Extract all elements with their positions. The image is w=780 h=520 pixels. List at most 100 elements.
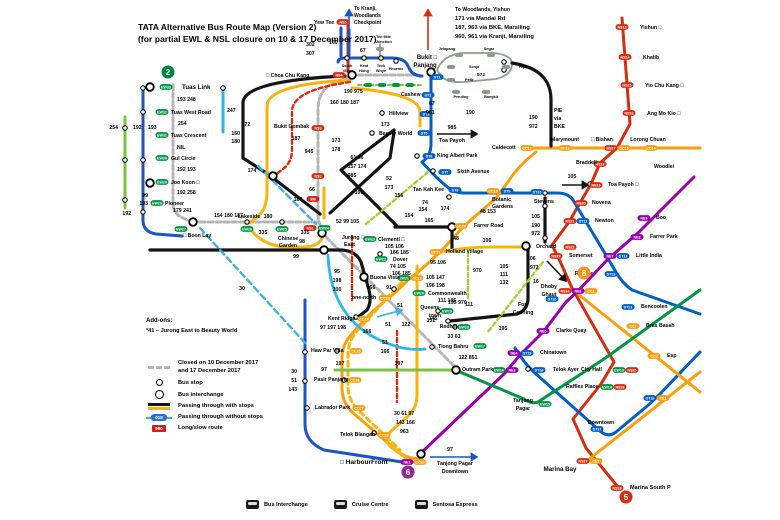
map-label: 106 [527, 256, 536, 262]
legend-closed-2: and 17 December 2017 [178, 367, 241, 374]
station-badge-DT2 [421, 92, 435, 98]
station-badge-code: DT8 [452, 188, 459, 192]
station-badge-NE6 [571, 288, 585, 294]
map-title-line1: TATA Alternative Bus Route Map (Version … [138, 22, 317, 32]
map-label: 51 [291, 378, 297, 384]
mini-station-badge [447, 65, 455, 69]
map-label: 190 [466, 110, 475, 116]
bus-stop [304, 405, 310, 411]
map-label: 145 [429, 316, 438, 322]
numbered-circle-2 [161, 65, 175, 79]
station-badge-EW31 [155, 132, 169, 138]
bus-stop [244, 219, 250, 225]
station-badge-code: CC27 [354, 406, 363, 410]
map-label: 174 [248, 168, 257, 174]
map-label: Pasir Panjang [314, 377, 348, 383]
mini-station-badge [364, 83, 372, 87]
pass-with-stops-sample [146, 403, 172, 410]
map-label: Junction [376, 40, 393, 44]
map-label: 180 [231, 139, 240, 145]
map-label: 132 [427, 318, 436, 324]
station-badge-DT18 [532, 367, 546, 373]
map-label: 190 [531, 223, 540, 229]
station-badge-code: EW13 [614, 368, 624, 372]
station-badge-code: CC1 [587, 289, 594, 293]
station-badge-code: NS23 [552, 254, 561, 258]
map-label: Pagar [516, 406, 530, 412]
map-label: 122 [402, 322, 411, 328]
station-badge-DT10 [530, 189, 544, 195]
map-label: 972 [477, 72, 485, 78]
map-label: 254 [109, 125, 118, 131]
station-badge-EW33 [159, 84, 173, 90]
legend-row-pass-without: 018 Passing through without stops [146, 413, 264, 421]
map-label: Teck [377, 64, 386, 68]
bus-interchange [359, 272, 369, 282]
map-label: Bangkit [484, 95, 499, 99]
station-badge-code: CC17 [522, 146, 531, 150]
bus-stop [140, 109, 146, 115]
map-label: Pioneer [165, 201, 184, 207]
map-label: 132 [500, 280, 509, 286]
map-label: Esp [667, 353, 677, 359]
numbered-circle-6 [401, 465, 415, 479]
map-label: Ten Mile [376, 35, 391, 39]
station-badge-code: NS2 [315, 174, 322, 178]
station-badge-NS21 [563, 218, 577, 224]
station-badge-NS15 [620, 82, 634, 88]
station-badge-CE2 [589, 458, 603, 464]
station-badge-code: EW23 [365, 237, 375, 241]
station-badge-NS17 [604, 145, 618, 151]
bus-stop [542, 235, 548, 241]
station-badge-EW25 [275, 226, 289, 232]
map-label: 173 [385, 185, 394, 191]
map-label: Jurong □ [342, 235, 365, 241]
map-label: 99 [142, 193, 148, 199]
map-label: Marina South P [630, 485, 671, 491]
map-label: Downtown [588, 420, 614, 426]
map-label: Marymount [551, 137, 579, 143]
station-badge-DT6 [422, 153, 436, 159]
map-label: 95 [334, 269, 340, 275]
map-label: town [429, 313, 441, 319]
map-label: 985 [448, 125, 457, 131]
map-label: 105 [531, 214, 540, 220]
map-label: To Woodlands, Yishun [455, 7, 510, 13]
station-badge-CC14 [644, 145, 658, 151]
map-label: Clarke Quay [556, 328, 586, 334]
map-label: 61 66 [351, 155, 364, 161]
route-line-bus-blue-south [303, 298, 404, 464]
station-badge-NS5 [336, 19, 350, 25]
legend-pass-without: Passing through without stops [178, 414, 264, 421]
station-badge-EW23 [363, 236, 377, 242]
map-label: Ang Mo Kio □ [647, 111, 681, 117]
legend-bus-interchange: Bus interchange [178, 391, 224, 398]
map-label: East [344, 242, 355, 248]
map-label: Panjang [413, 63, 437, 69]
station-badge-NS18 [593, 161, 607, 167]
station-badge-code: CC19 [488, 189, 497, 193]
station-badge-EW30 [155, 155, 169, 161]
map-label: 106 [355, 190, 364, 196]
map-label: 30 [291, 369, 297, 375]
route-line-ccl-dhoby [576, 292, 702, 394]
station-badge-code: CC2 [629, 324, 636, 328]
route-line-bus-black-je-bw [328, 130, 396, 215]
map-label: Farrer Road [474, 223, 503, 229]
route-line-bus-cyan-tiongbahru [326, 253, 427, 351]
map-label: 198 [333, 278, 342, 284]
map-label: 985 [348, 173, 357, 179]
station-badge-NS25 [625, 367, 639, 373]
bus-interchange [145, 178, 155, 188]
map-label: Canning [513, 310, 534, 316]
station-badge-code: EW29 [157, 180, 167, 184]
station-badge-code: NE3 [509, 368, 516, 372]
map-label: 111 145 [438, 298, 456, 304]
numbered-circle-label: 8 [582, 269, 587, 278]
map-label: Raffles Place [566, 384, 598, 390]
station-badge-code: DT3 [423, 112, 430, 116]
legend-row-pass-with: Passing through with stops [146, 403, 263, 410]
map-label: Toa Payoh □ [608, 182, 639, 188]
map-label: 33 63 [448, 334, 461, 340]
map-label: 16 [533, 279, 539, 285]
